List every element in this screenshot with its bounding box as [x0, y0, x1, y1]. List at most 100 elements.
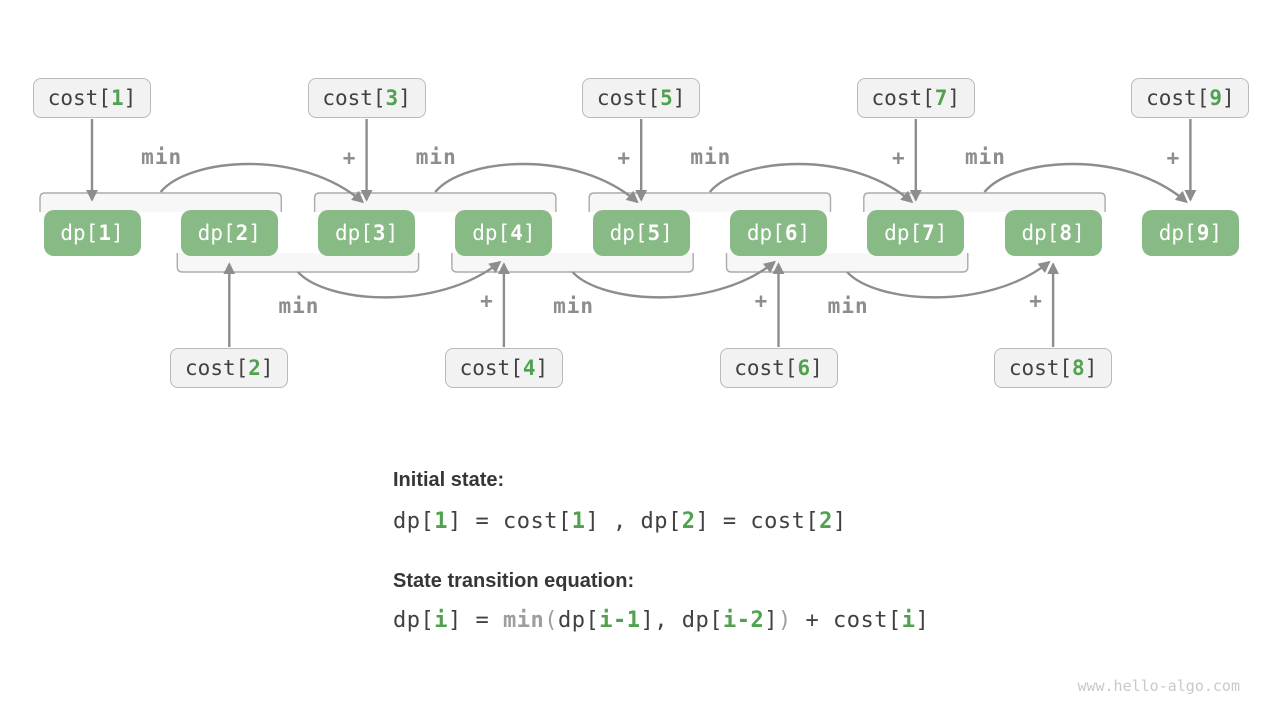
cost-box-bottom: cost[8] — [994, 348, 1113, 388]
box-label: ] — [260, 356, 274, 380]
min-curve-arrow-top — [159, 162, 365, 204]
pair-brackets — [39, 192, 1106, 273]
equation-segment: i — [434, 608, 448, 633]
box-label: ] — [248, 221, 261, 245]
plus-label-bottom: + — [480, 289, 494, 313]
box-label: cost[ — [459, 356, 523, 380]
dp-box: dp[9] — [1141, 210, 1239, 256]
cost-box-top: cost[3] — [307, 78, 426, 118]
box-label: ] — [934, 221, 948, 245]
box-label: cost[ — [47, 86, 111, 110]
equation-segment: dp[ — [393, 608, 435, 633]
equation-segment: min — [502, 608, 545, 633]
box-label: ] — [1072, 221, 1085, 245]
dp-box: dp[1] — [43, 210, 141, 256]
box-label-index: 1 — [110, 86, 124, 110]
plus-label-top: + — [617, 146, 632, 170]
equation-segment: i-2 — [722, 608, 765, 633]
box-label-index: 9 — [1196, 221, 1210, 245]
box-label: dp[ — [197, 221, 236, 245]
equation-segment: dp[ — [557, 608, 600, 633]
min-label-top: min — [690, 145, 732, 169]
cost-box-top: cost[7] — [856, 78, 975, 118]
cost-box-top: cost[1] — [33, 78, 151, 118]
plus-label-top: + — [342, 146, 357, 170]
plus-label-top: + — [891, 146, 906, 170]
cost-box-bottom: cost[2] — [170, 348, 289, 388]
initial-state-equation: dp[1] = cost[1] , dp[2] = cost[2] — [393, 509, 847, 534]
equation-segment: ] = — [448, 608, 503, 633]
box-label-index: 4 — [510, 221, 523, 245]
box-label: dp[ — [60, 221, 99, 245]
plus-label-top: + — [1166, 146, 1181, 170]
equation-segment: ( — [544, 608, 558, 633]
top-min-bracket — [313, 192, 557, 212]
box-label-index: 2 — [235, 221, 249, 245]
min-curve-arrow-bottom — [571, 260, 776, 299]
dp-box: dp[5] — [592, 210, 690, 256]
dp-box: dp[6] — [730, 210, 827, 256]
equation-segment: 1 — [571, 509, 586, 534]
box-label: ] — [660, 221, 673, 245]
box-label: dp[ — [884, 221, 923, 245]
box-label: cost[ — [1008, 356, 1073, 380]
box-label: ] — [797, 221, 811, 245]
box-label: dp[ — [1021, 221, 1060, 245]
dp-box: dp[3] — [318, 210, 416, 256]
box-label: ] — [947, 86, 961, 110]
equation-segment: ], dp[ — [640, 608, 723, 633]
box-label-index: 5 — [647, 221, 661, 245]
box-label: dp[ — [746, 221, 785, 245]
dp-box: dp[2] — [180, 210, 278, 256]
cost-box-bottom: cost[4] — [444, 348, 563, 388]
box-label: cost[ — [596, 86, 661, 110]
box-label: ] — [1084, 356, 1098, 380]
box-label-index: 2 — [248, 356, 261, 380]
cost-box-top: cost[5] — [582, 78, 701, 118]
plus-label-bottom: + — [754, 289, 769, 313]
box-label: cost[ — [871, 86, 935, 110]
box-label: ] — [123, 86, 137, 110]
box-label: ] — [672, 86, 686, 110]
equation-segment: 2 — [819, 509, 833, 534]
transition-heading: State transition equation: — [393, 570, 635, 592]
top-min-bracket — [588, 192, 832, 212]
box-label: ] — [535, 356, 549, 380]
box-label-index: 8 — [1059, 221, 1073, 245]
min-curve-arrow-bottom — [297, 260, 502, 299]
box-label-index: 1 — [98, 221, 111, 245]
equation-segment: ] — [832, 509, 847, 534]
top-min-bracket — [39, 192, 282, 212]
box-label-index: 3 — [385, 86, 399, 110]
box-label: ] — [522, 221, 536, 245]
dp-box: dp[4] — [455, 210, 553, 256]
equation-segment: ] — [915, 608, 930, 633]
equation-segment: 1 — [434, 509, 448, 534]
box-label-index: 8 — [1072, 356, 1085, 380]
box-label: dp[ — [334, 221, 373, 245]
box-label: ] — [810, 356, 823, 380]
arrows — [86, 119, 1197, 347]
dp-box: dp[7] — [867, 210, 965, 256]
box-label-index: 3 — [372, 221, 386, 245]
equation-segment: + cost[ — [791, 608, 902, 633]
box-label-index: 4 — [522, 356, 536, 380]
box-label-index: 7 — [934, 86, 948, 110]
min-label-bottom: min — [278, 294, 320, 318]
min-label-top: min — [964, 145, 1006, 169]
min-label-bottom: min — [827, 294, 869, 318]
box-label: ] — [398, 86, 411, 110]
box-label: ] — [1222, 86, 1235, 110]
min-curve-arrow-top — [434, 162, 639, 204]
transition-equation: dp[i] = min(dp[i-1], dp[i-2]) + cost[i] — [393, 608, 929, 633]
box-label-index: 6 — [797, 356, 811, 380]
equation-segment: ] = cost[ — [695, 509, 820, 534]
box-label: dp[ — [1158, 221, 1197, 245]
box-label: cost[ — [734, 356, 798, 380]
min-label-bottom: min — [553, 294, 595, 318]
box-label-index: 7 — [922, 221, 935, 245]
box-label: ] — [385, 221, 399, 245]
box-label: ] — [1209, 221, 1223, 245]
min-label-top: min — [141, 145, 183, 169]
box-label: cost[ — [1146, 86, 1210, 110]
